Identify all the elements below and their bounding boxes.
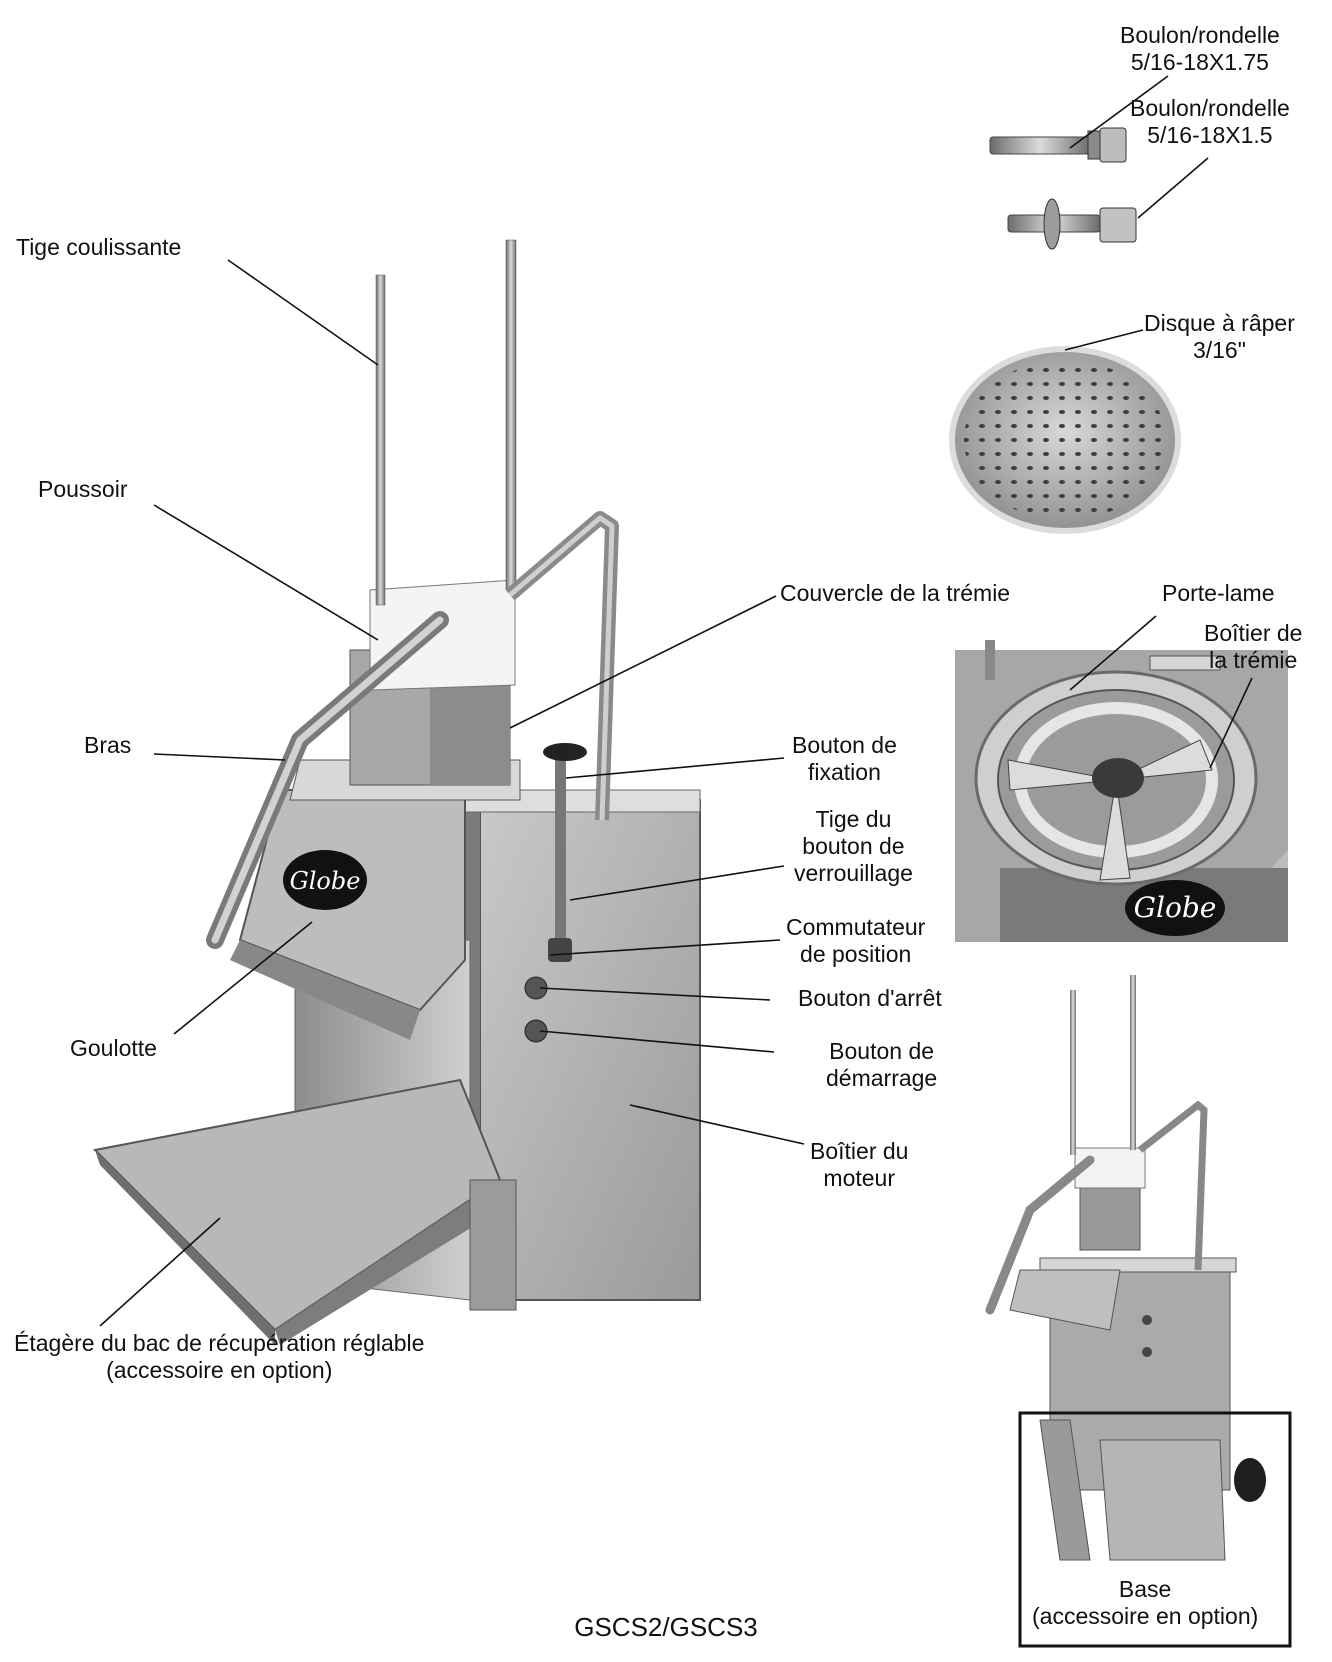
bolt-175-drawing [989,127,1127,163]
logo-globe-small: Globe [1134,891,1217,924]
model-caption: GSCS2/GSCS3 [574,1612,758,1642]
leader-lines [99,75,1253,1327]
base-highlight-box [1018,1411,1292,1648]
grating-disc-drawing [949,346,1181,534]
hopper-housing-photo: Globe [955,640,1288,942]
label-catch-tray-shelf: Étagère du bac de récupération réglable(… [14,1330,425,1383]
bolt-15-drawing [1007,198,1137,250]
main-machine-drawing: Globe [92,239,701,1345]
label-arm: Bras [84,732,132,758]
label-chute: Goulotte [70,1035,157,1061]
label-hopper-cover: Couvercle de la trémie [780,580,1011,606]
label-pusher: Poussoir [38,476,128,502]
machine-with-base-drawing [985,975,1292,1648]
label-sliding-rod: Tige coulissante [16,234,182,260]
label-base: Base(accessoire en option) [1032,1576,1259,1629]
logo-globe: Globe [290,867,361,895]
label-blade-holder: Porte-lame [1162,580,1275,606]
label-stop-button: Bouton d'arrêt [798,985,942,1011]
